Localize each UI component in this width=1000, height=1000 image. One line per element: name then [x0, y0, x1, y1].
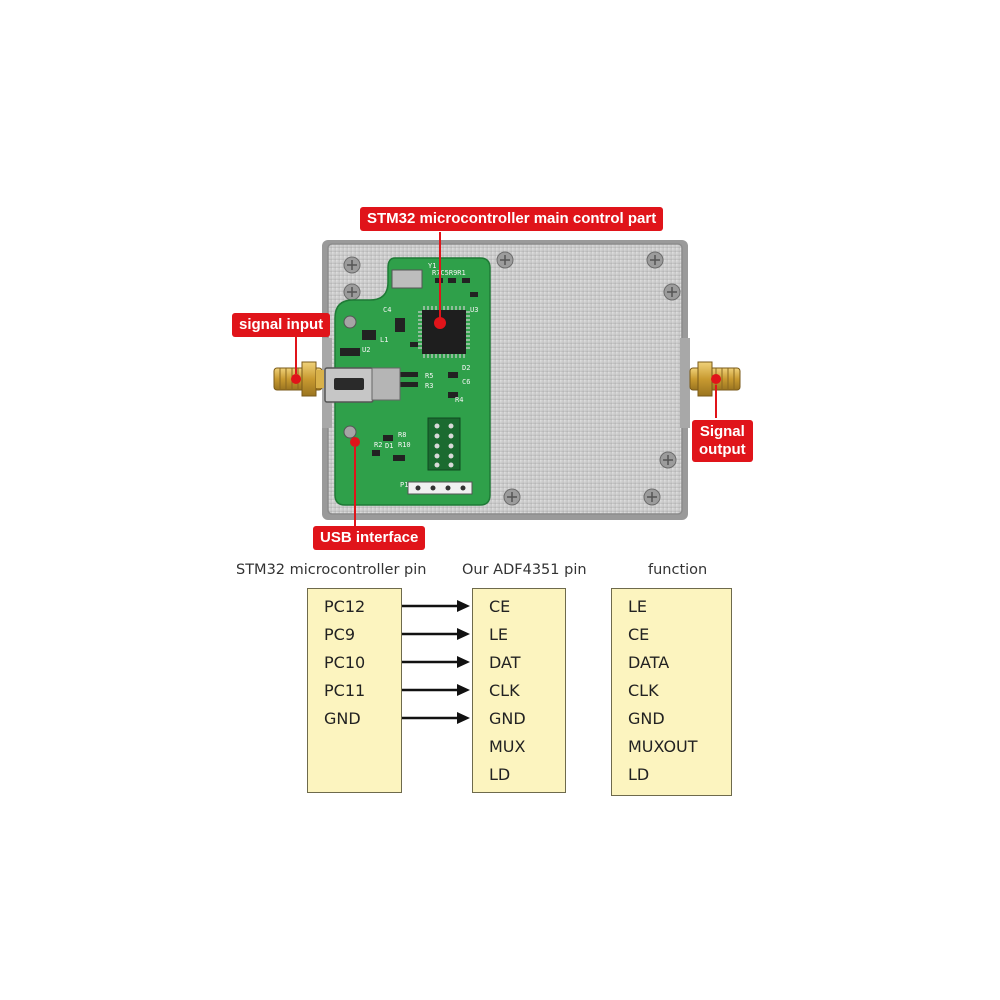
silkscreen-label: D1 — [385, 442, 393, 450]
silkscreen-label: D2 — [462, 364, 470, 372]
callout-signal-output-line1: Signal — [699, 423, 745, 440]
header-function: function — [648, 562, 708, 578]
function-label: CLK — [628, 681, 659, 700]
usb-port — [324, 367, 401, 403]
arrowhead-icon — [457, 600, 470, 612]
silkscreen-label: R8 — [398, 431, 406, 439]
screw-icon — [343, 256, 361, 274]
mcu-marker-dot — [434, 317, 446, 329]
callout-signal-input: signal input — [232, 313, 331, 337]
silkscreen-label: R10 — [398, 441, 411, 449]
stm32-pin-label: GND — [324, 709, 361, 728]
silkscreen-label: P1 — [400, 481, 408, 489]
silkscreen-label: C4 — [383, 306, 391, 314]
arrowhead-icon — [457, 712, 470, 724]
pcb-screw-icon — [343, 315, 357, 329]
arrowhead-icon — [457, 684, 470, 696]
silkscreen-label: Y1 — [428, 262, 436, 270]
arrowhead-icon — [457, 628, 470, 640]
function-label: CE — [628, 625, 650, 644]
output-marker-dot — [711, 374, 721, 384]
silkscreen-label: R4 — [455, 396, 463, 404]
adf4351-pin-label: CLK — [489, 681, 520, 700]
stm32-pin-label: PC9 — [324, 625, 355, 644]
silkscreen-label: U2 — [362, 346, 370, 354]
adf4351-pin-label: DAT — [489, 653, 521, 672]
function-label: MUXOUT — [628, 737, 698, 756]
adf4351-pin-label: LD — [489, 765, 511, 784]
screw-icon — [646, 251, 664, 269]
adf4351-pin-label: CE — [489, 597, 511, 616]
screw-icon — [663, 283, 681, 301]
arrowhead-icon — [457, 656, 470, 668]
silkscreen-label: L1 — [380, 336, 388, 344]
adf4351-pin-label: GND — [489, 709, 526, 728]
function-box: LE CE DATA CLK GND MUXOUT LD — [611, 588, 732, 796]
header-stm32-pin: STM32 microcontroller pin — [236, 562, 427, 578]
screw-icon — [496, 251, 514, 269]
screw-icon — [343, 283, 361, 301]
function-label: LE — [628, 597, 648, 616]
mcu-chip — [418, 306, 470, 358]
crystal-y1 — [391, 269, 423, 289]
function-label: DATA — [628, 653, 670, 672]
callout-main-control: STM32 microcontroller main control part — [360, 207, 664, 231]
pcb-screw-icon — [343, 425, 357, 439]
callout-leaders — [295, 232, 717, 528]
callout-signal-output-line2: output — [699, 441, 746, 458]
silkscreen-label: R7C5R9R1 — [432, 269, 466, 277]
silkscreen-label: C6 — [462, 378, 470, 386]
silkscreen-label: R5 — [425, 372, 433, 380]
screw-icon — [659, 451, 677, 469]
screw-icon — [503, 488, 521, 506]
adf4351-pin-label: MUX — [489, 737, 526, 756]
header-adf4351-pin: Our ADF4351 pin — [462, 562, 587, 578]
function-label: GND — [628, 709, 665, 728]
stm32-pin-label: PC12 — [324, 597, 366, 616]
pin-header — [407, 417, 473, 495]
callout-usb-interface: USB interface — [313, 526, 426, 550]
silkscreen-label: R3 — [425, 382, 433, 390]
adf4351-pin-box: CE LE DAT CLK GND MUX LD — [472, 588, 566, 793]
stm32-pin-label: PC11 — [324, 681, 366, 700]
screw-icon — [643, 488, 661, 506]
input-marker-dot — [291, 374, 301, 384]
function-label: LD — [628, 765, 650, 784]
silkscreen-label: R2 — [374, 441, 382, 449]
adf4351-pin-label: LE — [489, 625, 509, 644]
callout-signal-output: Signal output — [692, 420, 753, 462]
silkscreen-label: U3 — [470, 306, 478, 314]
stm32-pin-label: PC10 — [324, 653, 366, 672]
